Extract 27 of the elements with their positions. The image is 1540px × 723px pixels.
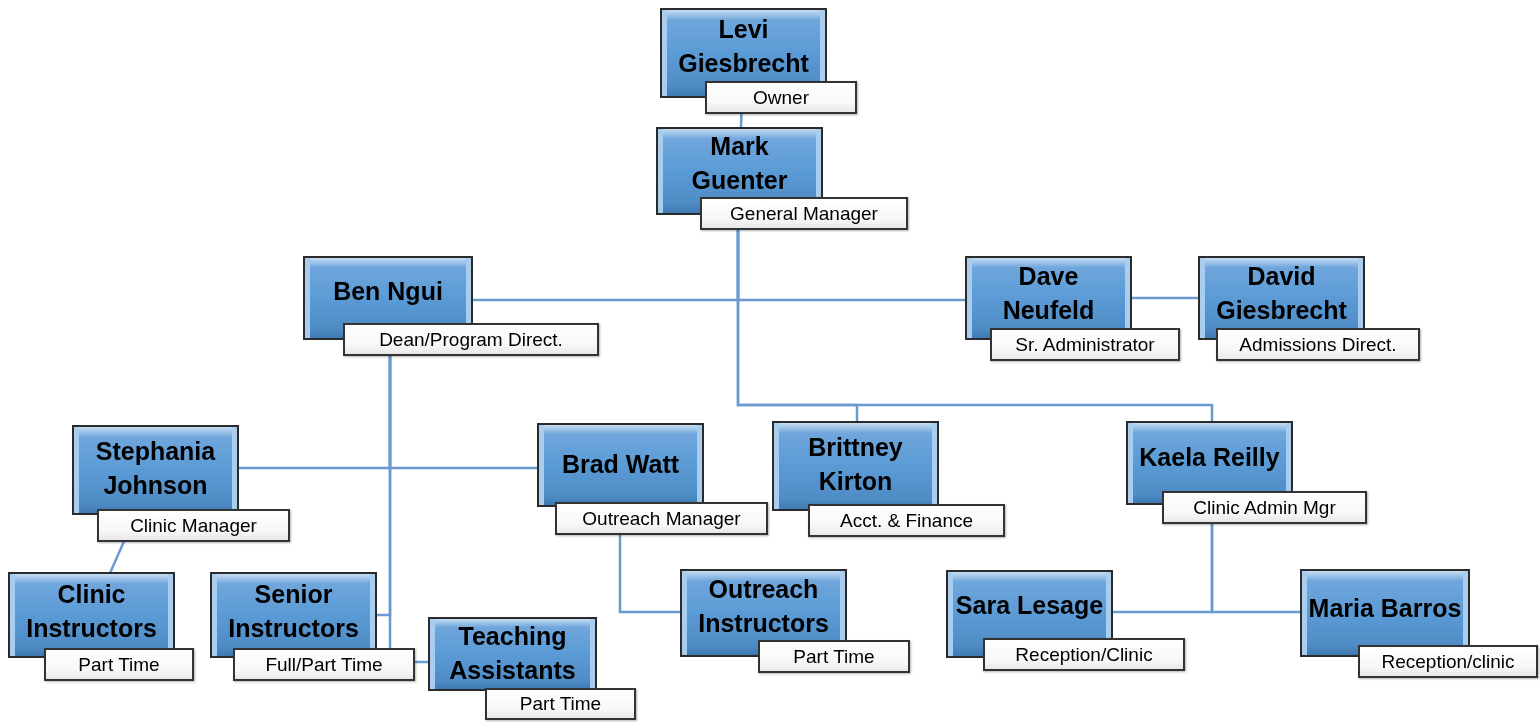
connector-line bbox=[736, 229, 1214, 422]
job-title-box: Reception/clinic bbox=[1358, 645, 1538, 678]
job-title-box: Dean/Program Direct. bbox=[343, 323, 599, 356]
job-title-box: Clinic Admin Mgr bbox=[1162, 491, 1367, 524]
job-title-box: Acct. & Finance bbox=[808, 504, 1005, 537]
connector-line bbox=[1131, 296, 1199, 300]
job-title-box: Part Time bbox=[758, 640, 910, 673]
job-title-box: Sr. Administrator bbox=[990, 328, 1180, 361]
job-title-box: Reception/Clinic bbox=[983, 638, 1185, 671]
connector-line bbox=[618, 534, 681, 614]
connector-line bbox=[109, 541, 125, 573]
name-box: Clinic Instructors bbox=[8, 572, 175, 658]
job-title-box: Full/Part Time bbox=[233, 648, 415, 681]
connector-line bbox=[1210, 523, 1301, 614]
name-box: Teaching Assistants bbox=[428, 617, 597, 691]
job-title-box: Part Time bbox=[485, 688, 636, 720]
connector-line bbox=[388, 355, 429, 664]
job-title-box: Outreach Manager bbox=[555, 502, 768, 535]
name-box: Stephania Johnson bbox=[72, 425, 239, 515]
connector-line bbox=[739, 113, 743, 128]
job-title-box: General Manager bbox=[700, 197, 908, 230]
job-title-box: Part Time bbox=[44, 648, 194, 681]
job-title-box: Clinic Manager bbox=[97, 509, 290, 542]
name-box: Brad Watt bbox=[537, 423, 704, 507]
job-title-box: Admissions Direct. bbox=[1216, 328, 1420, 361]
job-title-box: Owner bbox=[705, 81, 857, 114]
name-box: Brittney Kirton bbox=[772, 421, 939, 511]
